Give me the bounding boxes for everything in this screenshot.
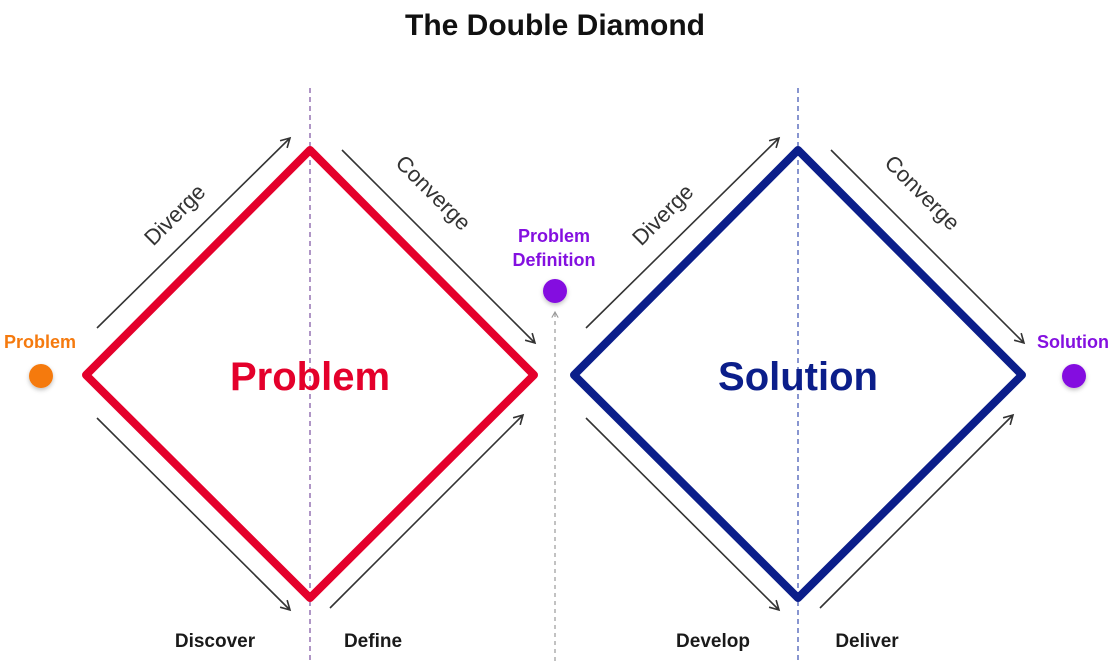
first-converge-label: Converge xyxy=(391,150,476,235)
converge-arrow-deliver xyxy=(830,149,1026,345)
diverge-arrow-lower-left xyxy=(96,417,292,612)
phase-deliver: Deliver xyxy=(835,631,899,652)
first-diverge-label: Diverge xyxy=(139,179,210,250)
converge-arrow-lower-right xyxy=(329,413,525,609)
start-point-dot xyxy=(29,364,53,388)
diagram-title: The Double Diamond xyxy=(405,9,705,42)
problem-diamond-label: Problem xyxy=(230,355,390,399)
diverge-arrow-discover xyxy=(96,136,292,329)
end-point-dot xyxy=(1062,364,1086,388)
phase-discover: Discover xyxy=(175,631,256,652)
second-converge-label: Converge xyxy=(880,150,965,235)
diverge-arrow-develop xyxy=(585,136,781,329)
second-diverge-label: Diverge xyxy=(627,179,698,250)
solution-diamond-label: Solution xyxy=(718,355,878,399)
solution-diamond xyxy=(570,146,1026,602)
diverge-arrow-lower-left-2 xyxy=(585,417,781,612)
phase-define: Define xyxy=(344,631,402,652)
converge-arrow-lower-right-2 xyxy=(819,413,1015,609)
end-point-label: Solution xyxy=(1037,332,1109,352)
converge-arrow-define xyxy=(341,149,537,345)
start-point-label: Problem xyxy=(4,332,76,352)
phase-develop: Develop xyxy=(676,631,750,652)
problem-diamond xyxy=(82,146,538,602)
definition-point-label-line1: Problem xyxy=(518,226,590,246)
definition-point-label-line2: Definition xyxy=(513,250,596,270)
definition-point-dot xyxy=(543,279,567,303)
